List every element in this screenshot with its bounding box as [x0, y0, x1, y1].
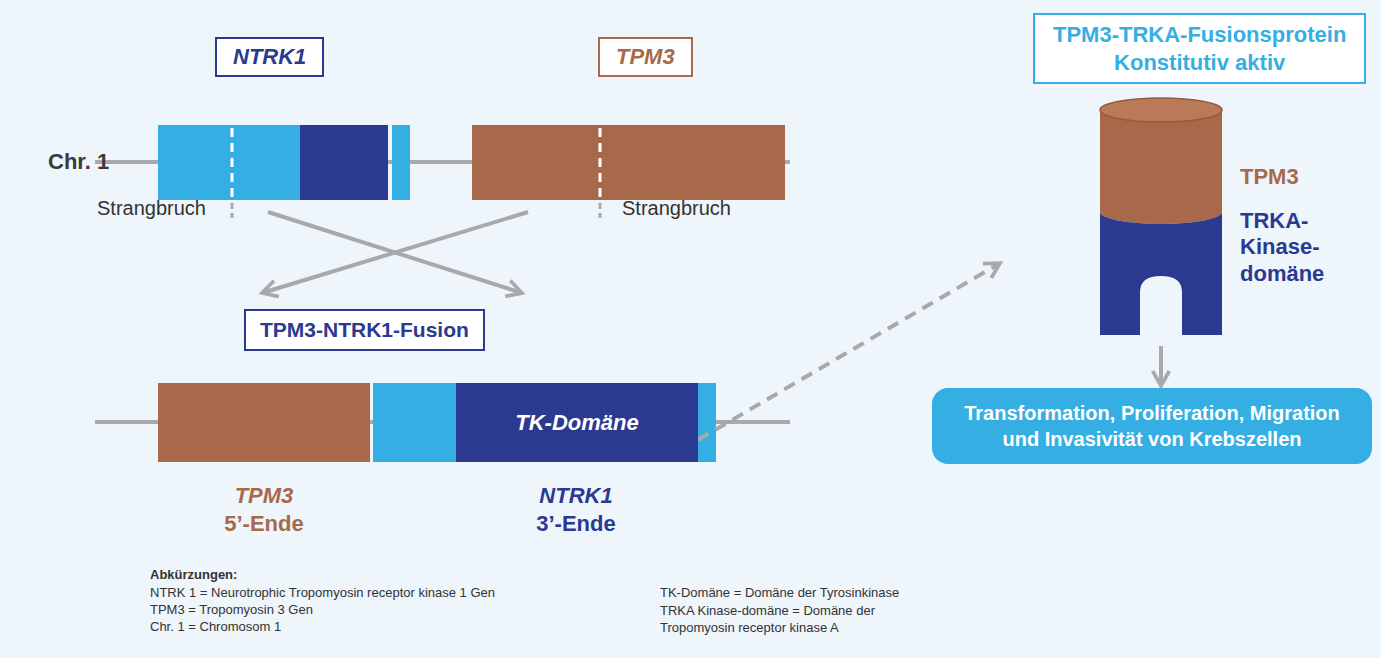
abbreviation-heading: Abkürzungen:	[150, 567, 237, 582]
abbreviation-line: Chr. 1 = Chromosom 1	[150, 619, 281, 634]
node-text: Konstitutiv aktiv	[1053, 49, 1346, 77]
ntrk1-kinase-region	[300, 125, 388, 200]
node-text: Transformation, Proliferation, Migration…	[950, 400, 1354, 452]
node-text: NTRK1	[233, 44, 306, 70]
gene-label-box: NTRK1	[215, 37, 324, 77]
gene-end-label: NTRK1	[539, 483, 612, 509]
node-text: TPM3-NTRK1-Fusion	[260, 318, 469, 342]
recombination-arrow	[262, 212, 528, 293]
protein-title-box: TPM3-TRKA-FusionsproteinKonstitutiv akti…	[1033, 13, 1366, 84]
abbreviation-line: TRKA Kinase-domäne = Domäne der Tropomyo…	[660, 602, 900, 636]
break-mark	[231, 128, 234, 198]
protein-cylinder: TPM3TRKA- Kinase- domäne	[1000, 100, 1345, 340]
tpm3-part	[158, 383, 370, 462]
gene-end-label: TPM3	[235, 483, 294, 509]
tpm3-gene	[472, 125, 785, 200]
node-text: TPM3-TRKA-Fusionsprotein	[1053, 21, 1346, 49]
cylinder-tpm3	[1100, 110, 1222, 224]
break-mark	[599, 203, 602, 218]
abbreviation-line: TK-Domäne = Domäne der Tyrosinkinase	[660, 585, 899, 600]
cylinder-kinase	[1100, 212, 1222, 335]
node-text: TPM3	[616, 44, 675, 70]
connector-arrow	[1159, 346, 1163, 386]
node-text: TRKA- Kinase- domäne	[1240, 208, 1340, 287]
gene-end-label: 5’-Ende	[224, 511, 303, 537]
gene-end-label: 3’-Ende	[536, 511, 615, 537]
break-mark	[231, 203, 234, 218]
break-mark	[599, 128, 602, 198]
ntrk1-exon	[158, 125, 300, 200]
gene-label-box: TPM3	[598, 37, 693, 77]
abbreviation-line: TPM3 = Tropomyosin 3 Gen	[150, 602, 313, 617]
chromosome-label: Chr. 1	[48, 149, 109, 175]
break-label: Strangbruch	[622, 197, 731, 220]
fusion-label-box: TPM3-NTRK1-Fusion	[244, 309, 485, 351]
abbreviation-line: NTRK 1 = Neurotrophic Tropomyosin recept…	[150, 585, 495, 600]
outcome-box: Transformation, Proliferation, Migration…	[932, 388, 1372, 464]
break-label: Strangbruch	[97, 197, 206, 220]
kinase-domain-segment: TK-Domäne	[456, 383, 698, 462]
cylinder-top	[1100, 98, 1222, 122]
ntrk1-part	[698, 383, 716, 462]
node-text: TK-Domäne	[515, 410, 638, 436]
node-text: TPM3	[1240, 164, 1299, 190]
ntrk1-part	[373, 383, 456, 462]
ntrk1-exon	[392, 125, 410, 200]
